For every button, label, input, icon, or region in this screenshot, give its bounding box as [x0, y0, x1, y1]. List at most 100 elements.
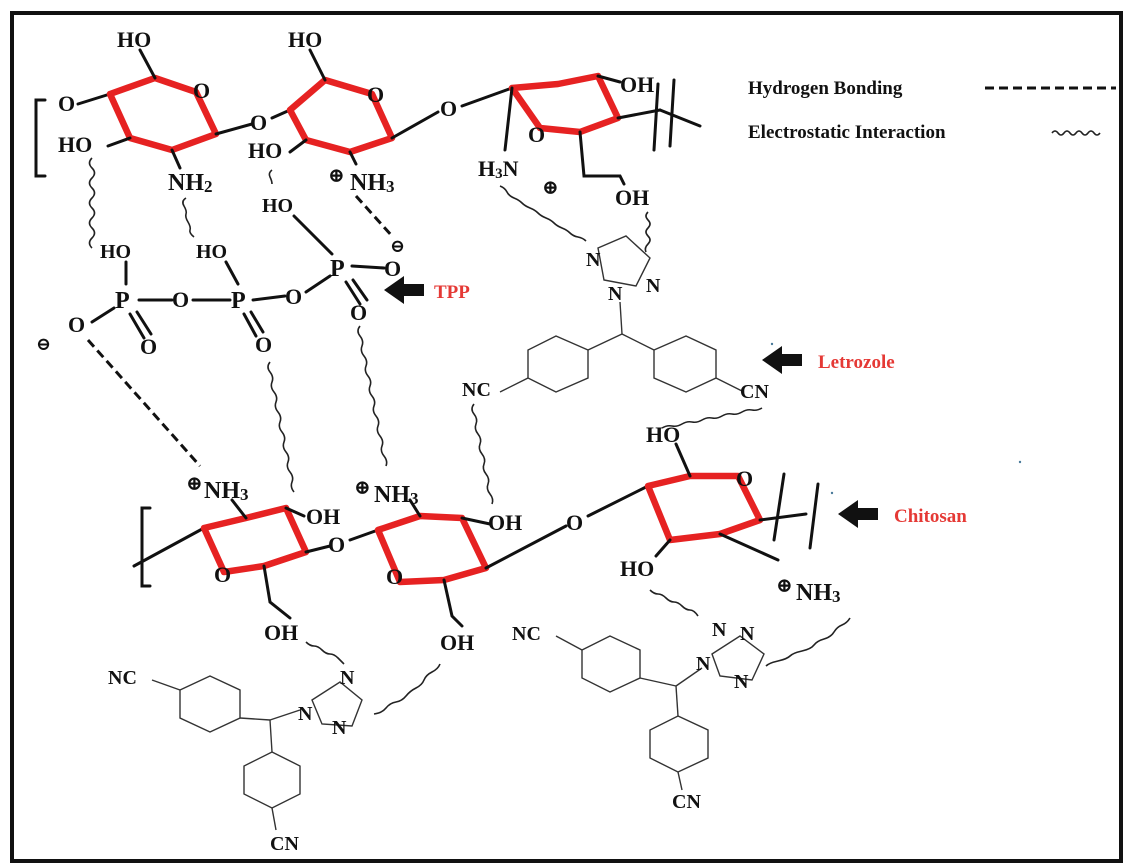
top-ring-3-oh: OH [620, 72, 654, 97]
bottom-chain-right-bracket-b [808, 482, 820, 550]
stray-dot-2 [1018, 460, 1022, 464]
letrozole-upper: N N N NC CN [462, 235, 769, 403]
letrozole-left-cn: CN [270, 833, 299, 855]
bottom-ring-1-oxygen: O [214, 562, 231, 587]
top-glycosidic-o-1: O [250, 110, 267, 135]
top-chain-left-bracket [34, 98, 47, 178]
wave-tpp-bottom-oh [267, 361, 295, 493]
letrozole-left-benzene-top [179, 675, 241, 733]
legend-electrostatic-label: Electrostatic Interaction [748, 122, 946, 143]
tpp-p3-o-minus: O [384, 256, 401, 281]
bottom-ring-2-oh: OH [488, 510, 522, 535]
hydrogen-bond-lines [86, 194, 394, 467]
tpp-ho-1: HO [100, 241, 131, 263]
top-ring-3-oxygen: O [528, 122, 545, 147]
top-ring-3-plus-charge: ⊕ [542, 177, 559, 199]
electrostatic-interaction-lines [88, 157, 851, 715]
stray-dot-3 [830, 491, 834, 495]
top-o-left: O [58, 91, 75, 116]
tpp-unit: HO P O P O ⊖ O HO O O P HO O ⊖ O [36, 195, 405, 359]
letrozole-upper-benzene-left [527, 335, 589, 393]
chitosan-callout-label: Chitosan [894, 506, 967, 527]
tpp-p2-double-o: O [255, 332, 272, 357]
wave-cn-bottom-ho [661, 407, 763, 429]
letrozole-right-triazole-n2: N [740, 623, 755, 645]
tpp-p-3: P [330, 256, 345, 282]
bottom-chitosan-chain: O ⊕ NH3 OH OH O O ⊕ NH3 OH OH O O HO HO … [132, 422, 841, 655]
letrozole-upper-nc: NC [462, 379, 491, 401]
letrozole-upper-triazole [597, 235, 651, 287]
letrozole-upper-triazole-n1: N [586, 249, 601, 271]
wave-ho-tpp-1 [88, 157, 96, 249]
bottom-ring-3-oxygen: O [736, 466, 753, 491]
letrozole-left-benzene-bottom [243, 751, 301, 809]
wave-oh-triazole [644, 211, 651, 253]
bottom-ring-2-plus-charge: ⊕ [354, 477, 371, 499]
letrozole-right-triazole-n3: N [734, 671, 749, 693]
tpp-callout-label: TPP [434, 282, 470, 303]
legend-electrostatic-swatch [1051, 130, 1101, 136]
letrozole-bottom-left: NC N N N CN [108, 667, 363, 855]
letrozole-upper-triazole-n2: N [646, 275, 661, 297]
top-glycosidic-o-2: O [440, 96, 457, 121]
legend-hydrogen-bonding-label: Hydrogen Bonding [748, 78, 903, 99]
bottom-ring-1-oh: OH [306, 504, 340, 529]
wave-h3n-triazole [499, 185, 587, 242]
tpp-bridge-o-2: O [285, 284, 302, 309]
letrozole-upper-triazole-n3: N [608, 283, 623, 305]
letrozole-right-triazole-n4: N [712, 619, 727, 641]
letrozole-callout-label: Letrozole [818, 352, 895, 373]
wave-tpp-bottom-nh3 [357, 325, 388, 467]
tpp-ho-3: HO [262, 195, 293, 217]
tpp-p-2: P [231, 288, 246, 314]
top-ring-2-plus-charge: ⊕ [328, 165, 345, 187]
top-ring-1-ho: HO [117, 27, 151, 52]
top-chain-right-bracket-a [652, 82, 660, 152]
bottom-chain-left-bracket [140, 506, 152, 588]
wave-oh-left-triazole [305, 641, 345, 665]
hbond-tpp-bottom-nh3 [86, 339, 202, 467]
letrozole-right-triazole [711, 635, 765, 681]
letrozole-upper-cn: CN [740, 381, 769, 403]
letrozole-left-triazole-n1: N [298, 703, 313, 725]
top-ring-2-ho: HO [288, 27, 322, 52]
top-ring-1-oxygen: O [193, 78, 210, 103]
tpp-p3-double-o: O [350, 300, 367, 325]
wave-nh3-right-triazole [765, 617, 851, 667]
tpp-ho-2: HO [196, 241, 227, 263]
letrozole-right-nc: NC [512, 623, 541, 645]
hbond-nh3-tpp [354, 194, 394, 238]
letrozole-upper-benzene-right [653, 335, 717, 393]
top-ring-2-oxygen: O [367, 82, 384, 107]
top-ring-2-nh3: NH3 [350, 170, 395, 196]
tpp-minus-charge-1: ⊖ [36, 334, 51, 354]
letrozole-left-triazole [311, 681, 363, 727]
bottom-ring-3-nh3: NH3 [796, 580, 841, 606]
stray-dot-1 [770, 342, 774, 346]
bottom-ring-3-ho: HO [620, 556, 654, 581]
tpp-p1-double-o: O [140, 334, 157, 359]
tpp-arrow-icon [384, 276, 424, 304]
bottom-chain-right-bracket-a [772, 472, 786, 542]
bottom-ring-3-plus-charge: ⊕ [776, 575, 793, 597]
top-ring-1-nh2: NH2 [168, 170, 213, 196]
bottom-ring-2-nh3: NH3 [374, 482, 419, 508]
wave-ho-right-triazole [649, 589, 699, 617]
letrozole-left-triazole-n2: N [340, 667, 355, 689]
letrozole-right-benzene-top [581, 635, 641, 693]
letrozole-right-benzene-bottom [649, 715, 709, 773]
letrozole-bottom-right: NC N N N N CN [512, 619, 765, 813]
top-ring-3-h3n: H3N [478, 156, 519, 182]
letrozole-right-cn: CN [672, 791, 701, 813]
figure-frame [10, 11, 1123, 863]
bottom-ring-1-plus-charge: ⊕ [186, 473, 203, 495]
bottom-glycosidic-o-1: O [328, 532, 345, 557]
top-chain-right-bracket-b [668, 78, 676, 148]
bottom-ring-1-nh3: NH3 [204, 478, 249, 504]
tpp-o-minus: O [68, 312, 85, 337]
wave-nc-bottom-oh [471, 403, 494, 505]
letrozole-arrow-icon [762, 346, 802, 374]
tpp-minus-charge-2: ⊖ [390, 236, 405, 256]
wave-oh-left-triazole-n [373, 663, 441, 715]
